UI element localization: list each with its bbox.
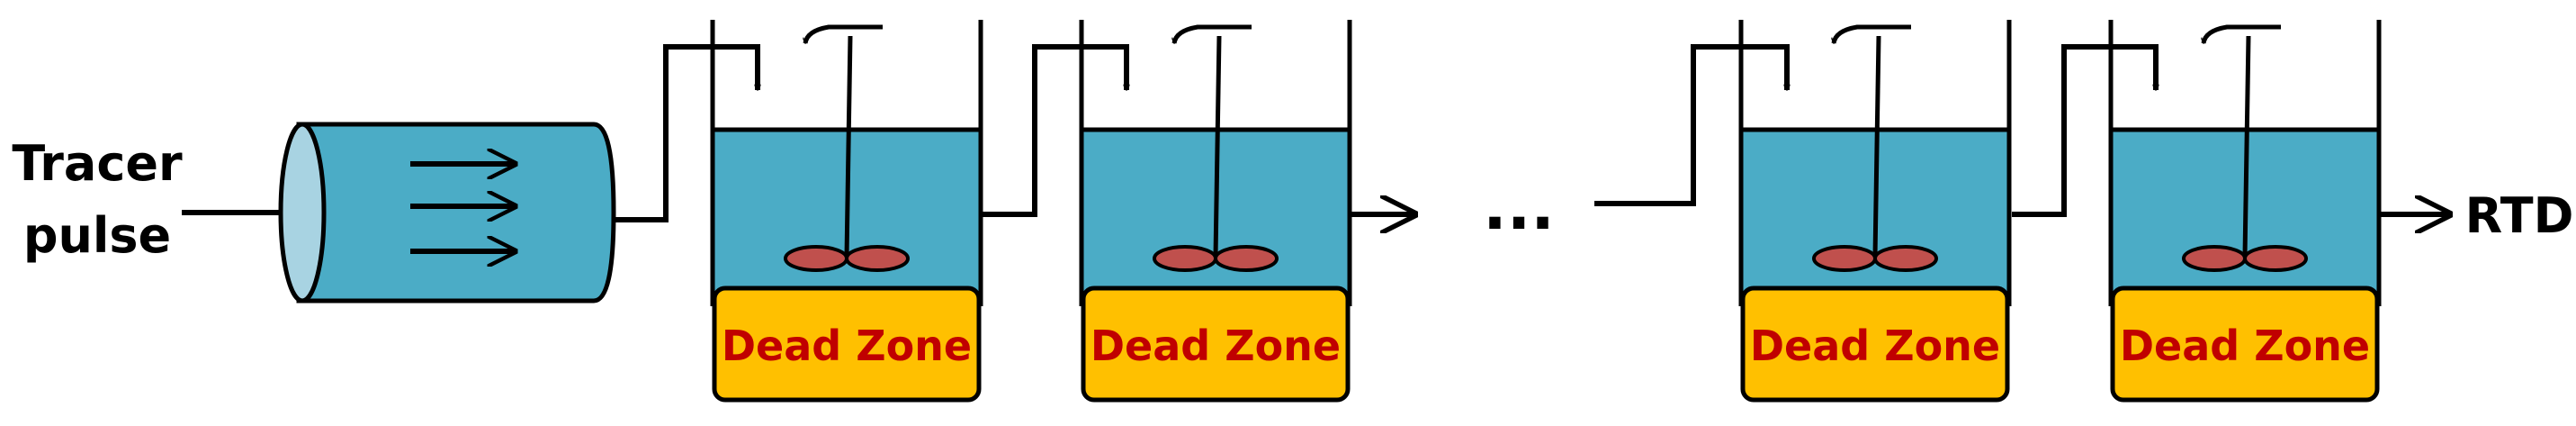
impeller-shaft — [1872, 35, 1881, 258]
impeller-icon — [2243, 245, 2308, 272]
dead-zone-box — [1081, 286, 1351, 403]
dead-zone-label: Dead Zone — [1091, 322, 1341, 370]
connector-pipe — [2012, 44, 2156, 217]
impeller-icon — [1214, 245, 1279, 272]
plug-flow-reactor-inlet-cap — [278, 122, 327, 304]
plug-flow-reactor-body — [296, 122, 616, 304]
impeller-shaft — [844, 35, 853, 258]
impeller-icon — [1873, 245, 1938, 272]
dead-zone-box — [2110, 286, 2380, 403]
connector-pipe — [614, 44, 758, 222]
dead-zone-box — [1740, 286, 2010, 403]
rotation-arrow-icon — [1174, 24, 1252, 43]
impeller-icon — [2182, 245, 2247, 272]
impeller-shaft — [1213, 35, 1222, 258]
stirred-tank-icon: Dead Zone — [1079, 20, 1352, 403]
input-label-line1: Tracer — [12, 135, 183, 192]
rotation-arrow-icon — [805, 24, 883, 43]
connector-pipe — [1594, 44, 1787, 206]
plug-flow-reactor-icon — [278, 122, 616, 304]
stirred-tank-icon: Dead Zone — [2108, 20, 2382, 403]
impeller-icon — [784, 245, 848, 272]
dead-zone-label: Dead Zone — [722, 322, 972, 370]
connector-pipe — [983, 44, 1126, 217]
impeller-shaft — [2242, 35, 2251, 258]
rotation-arrow-icon — [2204, 24, 2281, 43]
dead-zone-label: Dead Zone — [1750, 322, 2000, 370]
stirred-tank-icon: Dead Zone — [1738, 20, 2012, 403]
ellipsis: ... — [1483, 170, 1555, 244]
impeller-icon — [1153, 245, 1217, 272]
rotation-arrow-icon — [1834, 24, 1911, 43]
stirred-tanks: Dead Zone Dead Zone Dead Zone Dead Zone — [710, 20, 2382, 403]
input-label-line2: pulse — [23, 207, 171, 264]
stirred-tank-icon: Dead Zone — [710, 20, 983, 403]
dead-zone-label: Dead Zone — [2120, 322, 2370, 370]
impeller-icon — [845, 245, 910, 272]
dead-zone-box — [712, 286, 982, 403]
impeller-icon — [1812, 245, 1877, 272]
output-label: RTD — [2465, 187, 2574, 244]
